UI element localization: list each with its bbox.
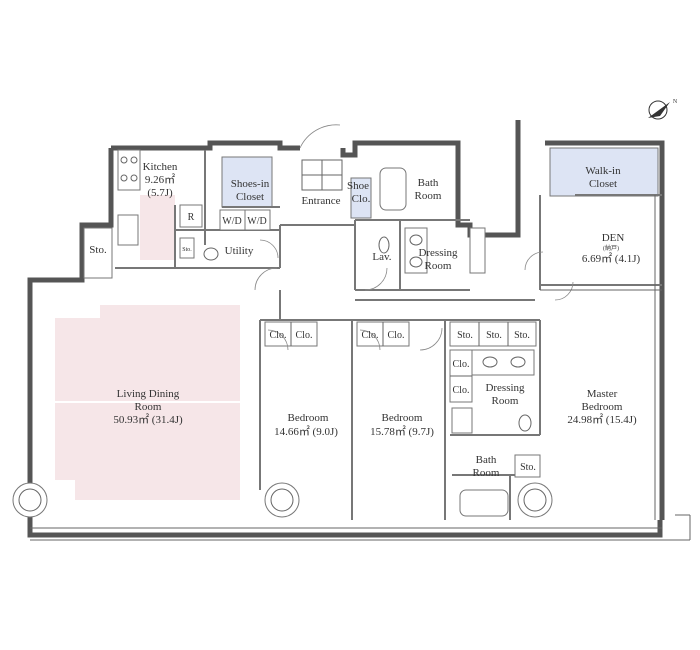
living-dining-name: Living Dining [117, 388, 180, 400]
master-name1: Master [587, 388, 618, 400]
clo-label: Clo. [270, 330, 287, 341]
bedroom1-name: Bedroom [288, 412, 329, 424]
bath-bottom-name1: Bath [476, 454, 497, 466]
shoe-clo-name1: Shoe [347, 180, 369, 192]
bedroom2-name: Bedroom [382, 412, 423, 424]
clo-label: Clo. [453, 385, 470, 396]
sto-label: Sto. [486, 330, 502, 341]
exterior-wall [111, 140, 300, 151]
utility-label: Utility [225, 245, 254, 257]
clo-label: Clo. [453, 359, 470, 370]
den-name: DEN [602, 232, 625, 244]
bedroom2-area: 15.78㎡ (9.7J) [370, 425, 434, 438]
clo-label: Clo. [388, 330, 405, 341]
den-note: (納戸) [603, 244, 619, 252]
master-name2: Bedroom [582, 401, 623, 413]
sto-label: Sto. [457, 330, 473, 341]
bath-bottom-name2: Room [473, 467, 500, 479]
sto-label: Sto. [514, 330, 530, 341]
refrigerator-label: R [188, 212, 195, 223]
wd-label-2: W/D [247, 216, 266, 227]
dressing-top-name1: Dressing [418, 247, 458, 259]
dressing-mid-name2: Room [492, 395, 519, 407]
kitchen-name: Kitchen [143, 161, 178, 173]
dressing-top-name2: Room [425, 260, 452, 272]
den-area: 6.69㎡ (4.1J) [582, 252, 641, 265]
living-dining-area: 50.93㎡ (31.4J) [113, 413, 183, 426]
shoes-closet-name1: Shoes-in [231, 178, 270, 190]
sto-bottom-label: Sto. [520, 462, 536, 473]
shoes-in-closet [221, 156, 273, 208]
walkin-name2: Closet [589, 178, 617, 190]
dressing-mid-name1: Dressing [485, 382, 525, 394]
sto-left-label: Sto. [89, 244, 107, 256]
lav-label: Lav. [372, 251, 391, 263]
shoes-closet-name2: Closet [236, 191, 264, 203]
sto-small-label: Sto. [182, 247, 192, 253]
bedroom1-area: 14.66㎡ (9.0J) [274, 425, 338, 438]
north-arrow-icon: N [648, 99, 678, 120]
bath-top-name1: Bath [418, 177, 439, 189]
kitchen-floor [140, 195, 175, 260]
living-dining-room-word: Room [135, 401, 162, 413]
kitchen-jo: (5.7J) [147, 187, 173, 199]
clo-label: Clo. [296, 330, 313, 341]
walkin-name1: Walk-in [585, 165, 621, 177]
entrance-label: Entrance [301, 195, 340, 207]
bath-top-name2: Room [415, 190, 442, 202]
master-area: 24.98㎡ (15.4J) [567, 413, 637, 426]
clo-label: Clo. [362, 330, 379, 341]
svg-text:N: N [673, 99, 678, 105]
wd-label-1: W/D [222, 216, 241, 227]
kitchen-area: 9.26㎡ [145, 173, 175, 186]
shoe-clo-name2: Clo. [352, 193, 371, 205]
